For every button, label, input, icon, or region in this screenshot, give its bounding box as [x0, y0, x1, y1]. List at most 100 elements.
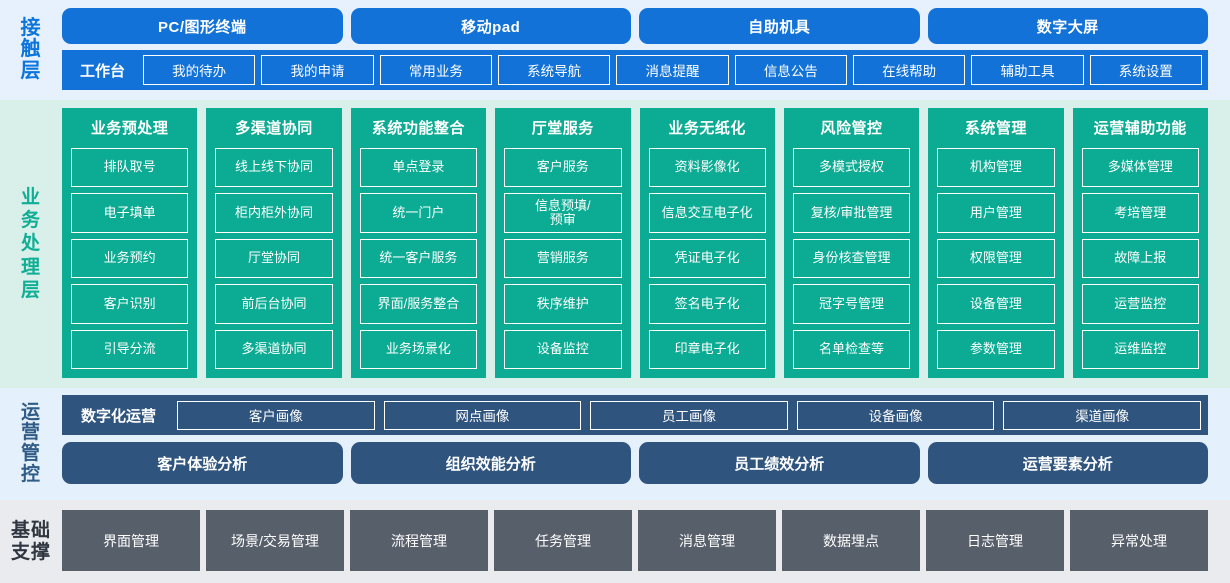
- business-item-order-maintenance[interactable]: 秩序维护: [504, 284, 622, 324]
- workbench-item-my-application[interactable]: 我的申请: [261, 55, 374, 86]
- portrait-channel[interactable]: 渠道画像: [1003, 400, 1201, 430]
- business-item-watchlist-check[interactable]: 名单检查等: [792, 329, 911, 370]
- channel-self-service[interactable]: 自助机具: [639, 8, 920, 45]
- layer-operations-body: 数字化运营 客户画像 网点画像 员工画像 设备画像 渠道画像 客户体验分析 组织…: [62, 388, 1230, 500]
- channel-pc[interactable]: PC/图形终端: [62, 8, 343, 45]
- business-item-customer-service[interactable]: 客户服务: [504, 148, 622, 188]
- business-column-paperless: 业务无纸化 资料影像化 信息交互电子化 凭证电子化 签名电子化 印章电子化: [639, 108, 775, 378]
- business-item-parameter-management[interactable]: 参数管理: [937, 329, 1055, 370]
- workbench-item-system-settings[interactable]: 系统设置: [1089, 55, 1202, 86]
- business-item-device-management[interactable]: 设备管理: [937, 284, 1055, 324]
- business-item-scenario-based[interactable]: 业务场景化: [359, 329, 478, 370]
- business-item-signature-digital[interactable]: 签名电子化: [648, 284, 766, 324]
- layer-label-char: 控: [20, 463, 41, 485]
- business-item-front-back-collab[interactable]: 前后台协同: [215, 284, 333, 324]
- foundation-item-exception-handling[interactable]: 异常处理: [1070, 510, 1208, 571]
- layer-operations-label: 运 营 管 控: [0, 388, 62, 500]
- layer-label-char: 业: [20, 187, 41, 209]
- business-item-sso[interactable]: 单点登录: [359, 148, 478, 188]
- business-item-seal-digital[interactable]: 印章电子化: [648, 329, 766, 370]
- column-title: 运营辅助功能: [1093, 120, 1187, 137]
- foundation-row: 界面管理 场景/交易管理 流程管理 任务管理 消息管理 数据埋点 日志管理 异常…: [62, 510, 1208, 571]
- business-item-device-monitoring[interactable]: 设备监控: [504, 329, 622, 370]
- foundation-item-log-management[interactable]: 日志管理: [926, 510, 1064, 571]
- business-item-counter-collab[interactable]: 柜内柜外协同: [215, 193, 333, 233]
- business-item-serial-number-mgmt[interactable]: 冠字号管理: [792, 284, 911, 324]
- layer-contact: 接 触 层 PC/图形终端 移动pad 自助机具 数字大屏 工作台 我的待办 我…: [0, 0, 1230, 100]
- business-item-ops-maintenance-monitoring[interactable]: 运维监控: [1081, 329, 1199, 370]
- business-item-user-management[interactable]: 用户管理: [937, 193, 1055, 233]
- business-item-identity-verification[interactable]: 身份核查管理: [792, 238, 911, 279]
- business-column-system-integration: 系统功能整合 单点登录 统一门户 统一客户服务 界面/服务整合 业务场景化: [350, 108, 487, 378]
- business-item-fault-reporting[interactable]: 故障上报: [1081, 238, 1199, 279]
- analysis-operation-factors[interactable]: 运营要素分析: [927, 442, 1208, 484]
- business-item-multichannel-collab[interactable]: 多渠道协同: [215, 329, 333, 370]
- workbench-item-online-help[interactable]: 在线帮助: [852, 55, 966, 86]
- layer-contact-label: 接 触 层: [0, 0, 62, 100]
- business-item-unified-portal[interactable]: 统一门户: [359, 193, 478, 233]
- column-title: 系统管理: [964, 120, 1027, 137]
- column-title: 系统功能整合: [371, 120, 465, 137]
- business-item-guided-routing[interactable]: 引导分流: [71, 329, 189, 370]
- workbench-item-announcement[interactable]: 信息公告: [734, 55, 847, 86]
- foundation-item-message-management[interactable]: 消息管理: [638, 510, 776, 571]
- column-title: 多渠道协同: [235, 120, 313, 137]
- column-title: 业务预处理: [90, 120, 169, 137]
- analysis-customer-experience[interactable]: 客户体验分析: [62, 442, 343, 484]
- business-item-review-approval[interactable]: 复核/审批管理: [792, 193, 911, 233]
- business-item-operation-monitoring[interactable]: 运营监控: [1081, 284, 1199, 324]
- layer-label-char: 层: [20, 279, 41, 301]
- business-item-customer-recognition[interactable]: 客户识别: [71, 284, 189, 324]
- channel-mobile-pad[interactable]: 移动pad: [350, 8, 631, 45]
- layer-foundation-label: 基础 支撑: [0, 500, 62, 583]
- business-item-org-management[interactable]: 机构管理: [937, 148, 1055, 188]
- business-item-marketing-service[interactable]: 营销服务: [504, 238, 622, 279]
- layer-label-char: 理: [20, 256, 41, 278]
- analysis-row: 客户体验分析 组织效能分析 员工绩效分析 运营要素分析: [62, 442, 1208, 484]
- business-item-lobby-collab[interactable]: 厅堂协同: [215, 238, 333, 279]
- business-item-queue-number[interactable]: 排队取号: [71, 148, 189, 188]
- workbench-item-system-nav[interactable]: 系统导航: [498, 55, 611, 86]
- channel-digital-screen[interactable]: 数字大屏: [927, 8, 1208, 45]
- business-column-lobby-service: 厅堂服务 客户服务 信息预填/ 预审 营销服务 秩序维护 设备监控: [495, 108, 631, 378]
- business-item-info-exchange-digital[interactable]: 信息交互电子化: [648, 193, 766, 233]
- portrait-employee[interactable]: 员工画像: [590, 400, 788, 430]
- business-item-pre-fill-pre-review[interactable]: 信息预填/ 预审: [504, 193, 622, 233]
- business-item-ui-service-integration[interactable]: 界面/服务整合: [359, 284, 478, 324]
- layer-business-body: 业务预处理 排队取号 电子填单 业务预约 客户识别 引导分流 多渠道协同 线上线…: [62, 100, 1230, 388]
- layer-operations: 运 营 管 控 数字化运营 客户画像 网点画像 员工画像 设备画像 渠道画像 客…: [0, 388, 1230, 500]
- business-item-training-management[interactable]: 考培管理: [1081, 193, 1199, 233]
- business-item-appointment[interactable]: 业务预约: [71, 238, 189, 279]
- layer-label-char: 支撑: [10, 541, 51, 563]
- workbench-item-my-todo[interactable]: 我的待办: [143, 55, 256, 86]
- portrait-device[interactable]: 设备画像: [796, 400, 995, 430]
- foundation-item-ui-management[interactable]: 界面管理: [62, 510, 200, 571]
- analysis-organization-efficiency[interactable]: 组织效能分析: [350, 442, 631, 484]
- business-item-voucher-digital[interactable]: 凭证电子化: [648, 238, 766, 279]
- analysis-employee-performance[interactable]: 员工绩效分析: [639, 442, 920, 484]
- business-column-risk-control: 风险管控 多模式授权 复核/审批管理 身份核查管理 冠字号管理 名单检查等: [783, 108, 920, 378]
- workbench-item-common-business[interactable]: 常用业务: [379, 55, 492, 86]
- workbench-item-aux-tools[interactable]: 辅助工具: [971, 55, 1084, 86]
- foundation-item-data-tracking[interactable]: 数据埋点: [782, 510, 920, 571]
- digital-operations-bar: 数字化运营 客户画像 网点画像 员工画像 设备画像 渠道画像: [62, 395, 1208, 435]
- portrait-branch[interactable]: 网点画像: [383, 400, 582, 430]
- business-column-pre-processing: 业务预处理 排队取号 电子填单 业务预约 客户识别 引导分流: [62, 108, 198, 378]
- business-item-multimedia-management[interactable]: 多媒体管理: [1081, 148, 1199, 188]
- layer-label-char: 务: [20, 210, 41, 232]
- business-item-e-form[interactable]: 电子填单: [71, 193, 189, 233]
- layer-foundation-body: 界面管理 场景/交易管理 流程管理 任务管理 消息管理 数据埋点 日志管理 异常…: [62, 500, 1230, 583]
- business-columns: 业务预处理 排队取号 电子填单 业务预约 客户识别 引导分流 多渠道协同 线上线…: [62, 108, 1208, 378]
- foundation-item-task-management[interactable]: 任务管理: [494, 510, 632, 571]
- business-item-online-offline-collab[interactable]: 线上线下协同: [215, 148, 333, 188]
- workbench-item-message-alert[interactable]: 消息提醒: [616, 55, 729, 86]
- business-item-multimode-authorization[interactable]: 多模式授权: [792, 148, 911, 188]
- business-item-document-imaging[interactable]: 资料影像化: [648, 148, 766, 188]
- foundation-item-process-management[interactable]: 流程管理: [350, 510, 488, 571]
- business-item-unified-customer-service[interactable]: 统一客户服务: [359, 238, 478, 279]
- foundation-item-scenario-transaction-management[interactable]: 场景/交易管理: [206, 510, 344, 571]
- layer-foundation: 基础 支撑 界面管理 场景/交易管理 流程管理 任务管理 消息管理 数据埋点 日…: [0, 500, 1230, 583]
- business-item-permission-management[interactable]: 权限管理: [937, 238, 1055, 279]
- portrait-customer[interactable]: 客户画像: [177, 400, 375, 430]
